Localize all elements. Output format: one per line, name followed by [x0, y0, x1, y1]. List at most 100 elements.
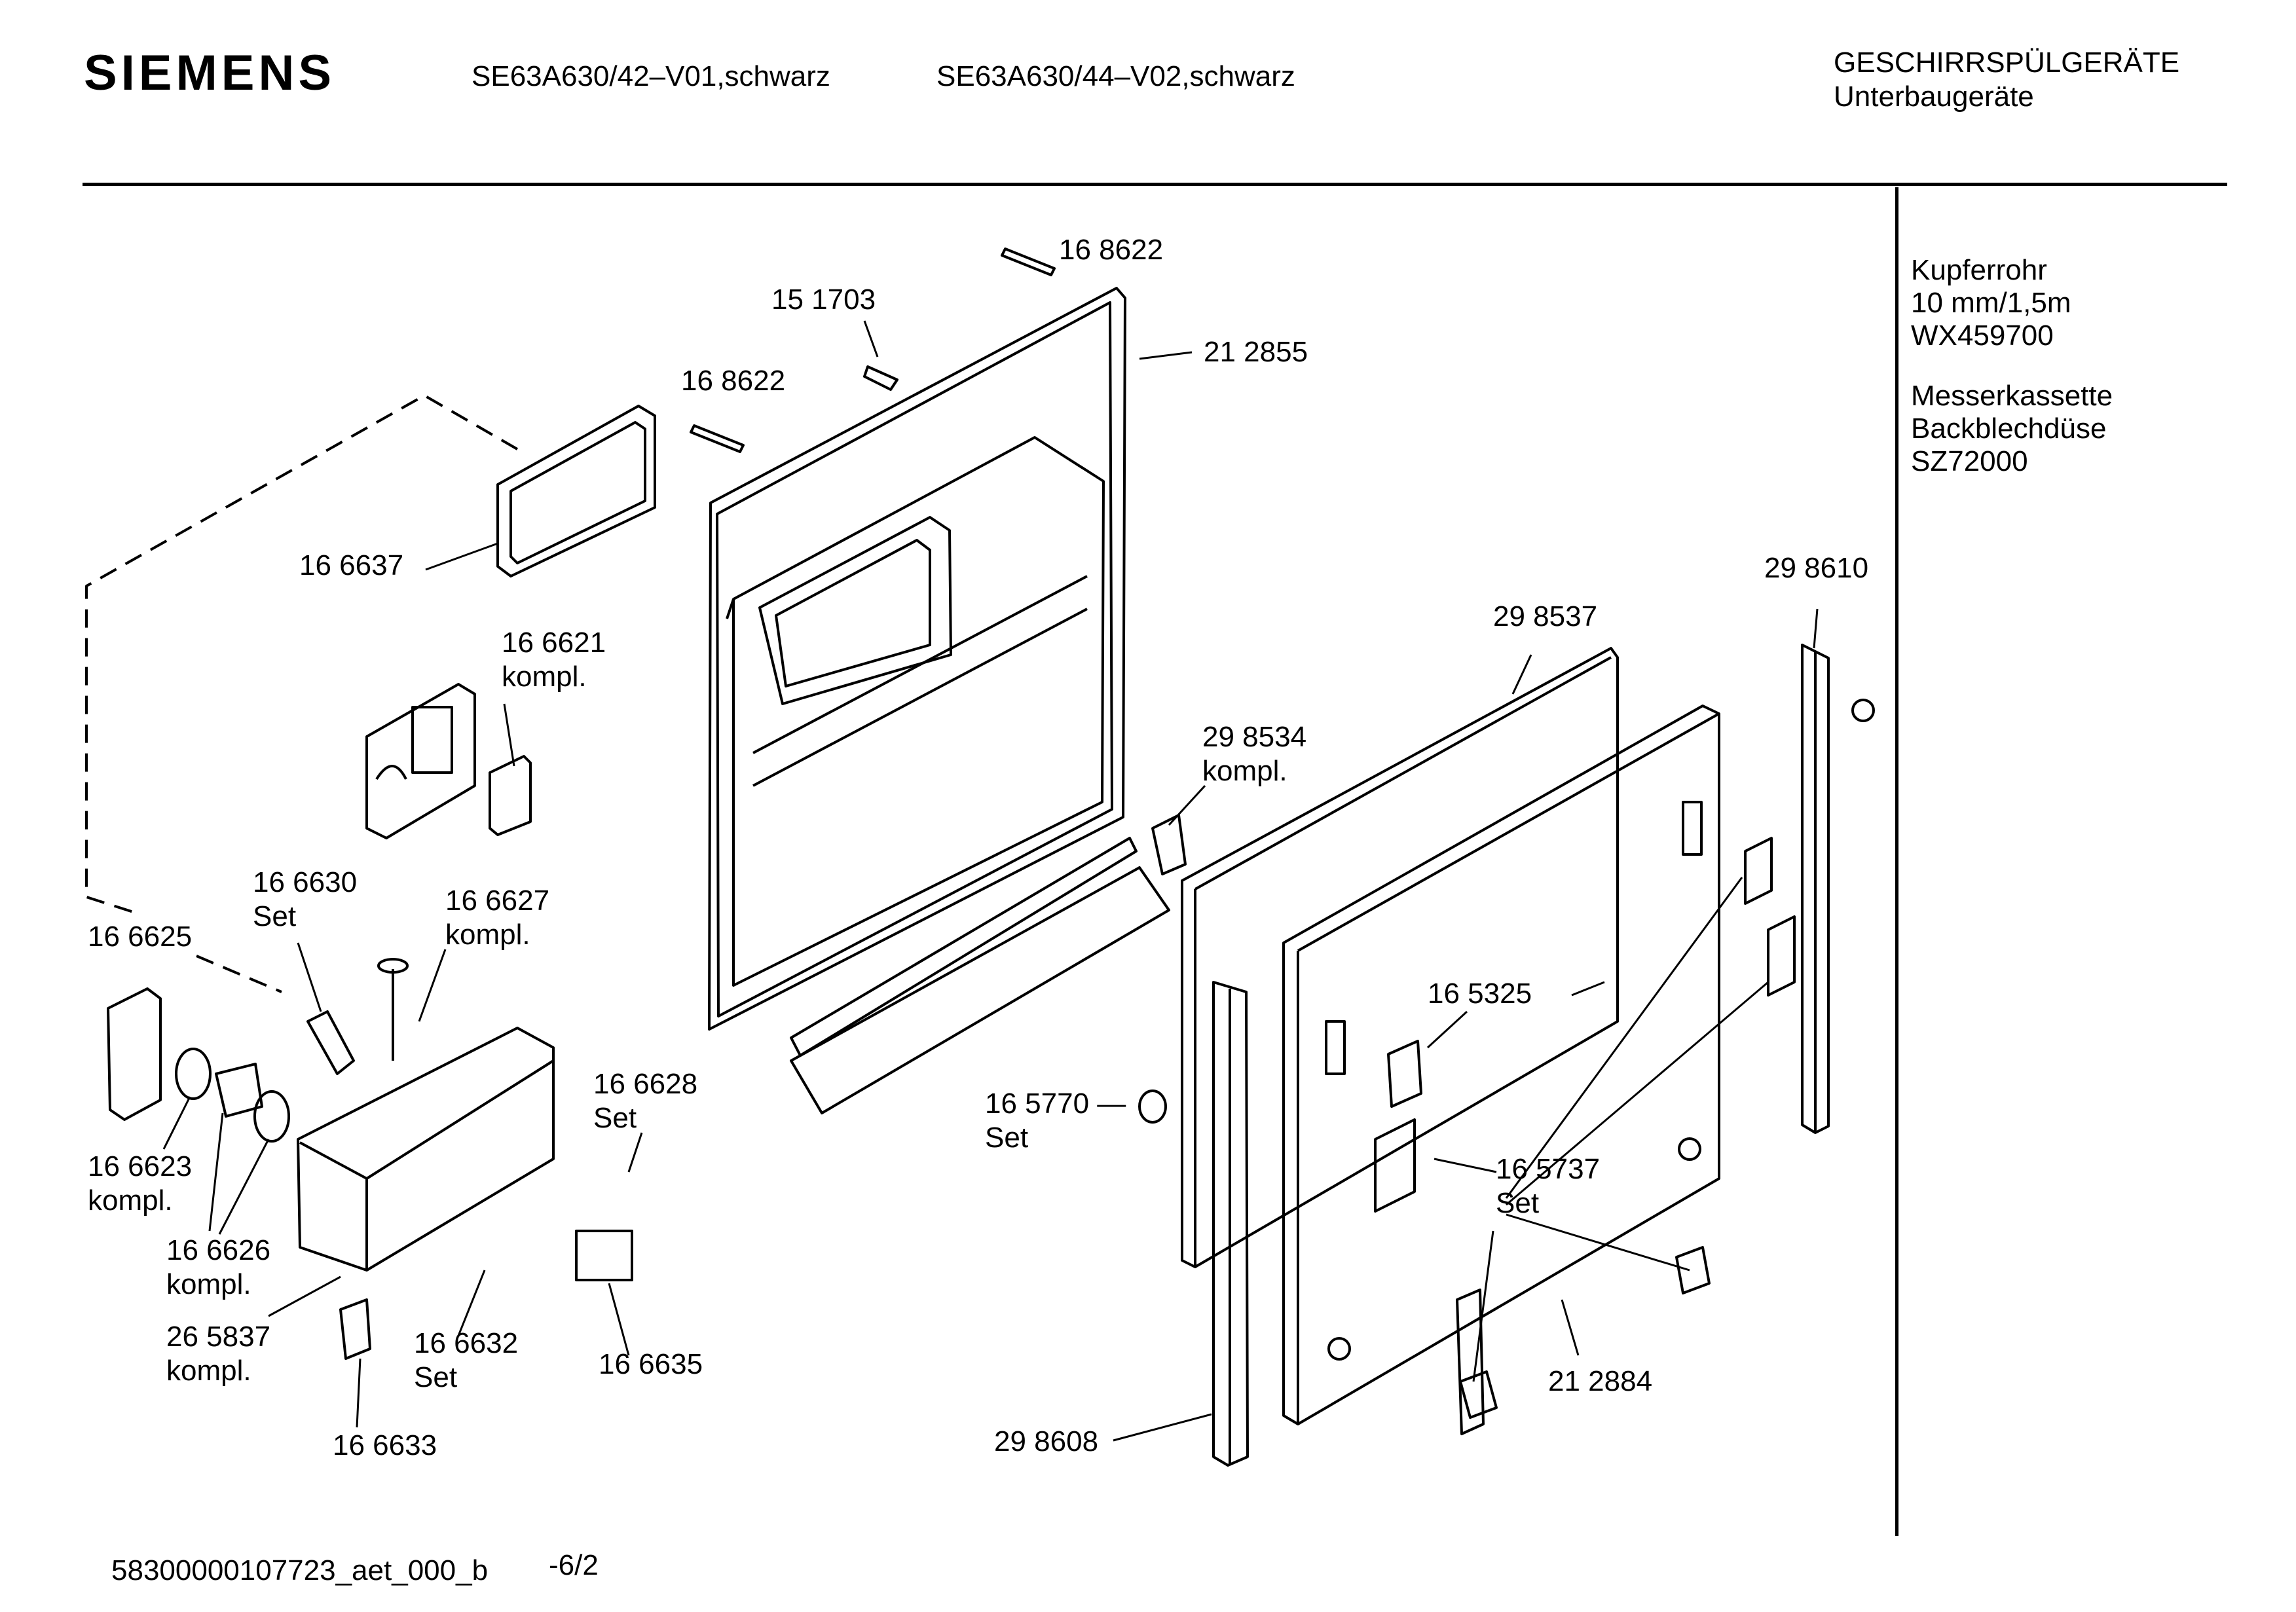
hinge-bracket [1767, 915, 1796, 997]
leader-line [218, 1139, 270, 1235]
cap-part [377, 958, 409, 974]
leader-line [1506, 981, 1769, 1206]
side-note-line: Backblechdüse [1911, 412, 2107, 445]
hinge-bracket [1744, 837, 1773, 905]
dashed-guide-line [85, 394, 519, 915]
part-label: 29 8537 [1493, 600, 1597, 634]
leader-line [162, 1096, 191, 1150]
part-suffix: kompl. [88, 1184, 173, 1217]
latch-part [1151, 814, 1187, 875]
part-label: 15 1703 [771, 283, 876, 317]
side-note-line: Kupferrohr [1911, 254, 2047, 286]
part-number: 21 2855 [1204, 336, 1308, 368]
part-number: 16 5325 [1428, 978, 1532, 1010]
part-label: 16 8622 [681, 364, 785, 398]
screw-part [690, 424, 745, 453]
page-number: -6/2 [549, 1549, 599, 1581]
part-label: 16 5325 [1428, 977, 1532, 1011]
part-number: 16 8622 [1059, 234, 1164, 266]
leader-line [418, 949, 447, 1022]
part-suffix: Set [985, 1122, 1029, 1154]
part-number: 16 6637 [299, 549, 404, 581]
dashed-guide-line [196, 955, 282, 993]
ring-seal [175, 1048, 212, 1100]
ring-seal [253, 1090, 290, 1143]
bottom-seal-strip [790, 837, 1170, 1114]
part-number: 29 8534 [1202, 721, 1307, 753]
side-note-line: SZ72000 [1911, 445, 2028, 477]
part-number: 21 2884 [1548, 1365, 1653, 1397]
part-number: 16 6623 [88, 1150, 193, 1182]
part-label: 16 6625 [88, 920, 192, 954]
mount-plate [1456, 1289, 1485, 1435]
part-label: 21 2884 [1548, 1365, 1652, 1399]
part-number: 16 6621 [502, 627, 606, 659]
part-number: 16 6627 [445, 885, 550, 917]
hinge-bracket [1387, 1040, 1422, 1108]
part-number: 16 5737 [1496, 1153, 1601, 1185]
part-suffix: kompl. [166, 1355, 251, 1387]
part-number: 16 6626 [166, 1234, 271, 1266]
header-divider [83, 183, 2227, 186]
leader-line [1571, 981, 1605, 997]
lever-part [306, 1010, 355, 1075]
leader-line [1139, 351, 1193, 360]
leader-line [1113, 1413, 1212, 1442]
side-strip-right [1801, 644, 1875, 1134]
leader-line [1168, 784, 1206, 826]
part-number: 15 1703 [771, 284, 876, 316]
part-suffix: Set [253, 900, 297, 932]
leader-line [627, 1132, 643, 1173]
clip-part [339, 1298, 371, 1360]
category-line-2: Unterbaugeräte [1834, 81, 2034, 113]
leader-line [1505, 877, 1743, 1199]
dispenser-cover [365, 683, 532, 839]
foot-part [1675, 1246, 1711, 1294]
part-suffix: kompl. [502, 661, 587, 693]
part-label: 29 8608 [994, 1425, 1098, 1459]
part-suffix: kompl. [445, 919, 530, 951]
window-gasket [496, 405, 656, 577]
part-suffix: kompl. [166, 1268, 251, 1300]
leader-line [863, 320, 879, 357]
handle-cover [107, 987, 162, 1121]
bolt-part [863, 365, 898, 391]
leader-line [297, 942, 322, 1012]
leader-line [356, 1358, 361, 1428]
category-heading: GESCHIRRSPÜLGERÄTE Unterbaugeräte [1834, 46, 2179, 114]
leader-line [1472, 1230, 1494, 1382]
sidebar-divider [1895, 187, 1898, 1536]
foot-part [1459, 1370, 1498, 1419]
part-number: 29 8608 [994, 1425, 1099, 1457]
leader-line [608, 1283, 630, 1356]
side-note-copper-pipe: Kupferrohr 10 mm/1,5m WX459700 [1911, 254, 2071, 352]
leader-line [1561, 1299, 1580, 1356]
leader-line [425, 542, 498, 571]
part-label: 16 5770 —Set [985, 1087, 1126, 1155]
inner-door-panel [708, 287, 1126, 1031]
side-strip-left [1212, 981, 1249, 1467]
part-suffix: kompl. [1202, 755, 1287, 787]
part-suffix: Set [593, 1102, 637, 1134]
part-number: 26 5837 [166, 1321, 271, 1353]
part-label: 16 6633 [333, 1429, 437, 1463]
part-number: 29 8610 [1764, 552, 1869, 584]
part-number: 16 6633 [333, 1429, 437, 1461]
leader-line [1506, 1213, 1690, 1272]
brand-logo: SIEMENS [84, 45, 336, 101]
control-panel-housing [297, 1027, 555, 1272]
category-line-1: GESCHIRRSPÜLGERÄTE [1834, 46, 2180, 79]
switch-block [575, 1230, 633, 1281]
document-id: 58300000107723_aet_000_b [111, 1554, 489, 1586]
part-number: 29 8537 [1493, 600, 1598, 632]
part-suffix: Set [1496, 1187, 1540, 1219]
front-panel [1282, 705, 1720, 1425]
part-label: 16 6637 [299, 549, 403, 583]
